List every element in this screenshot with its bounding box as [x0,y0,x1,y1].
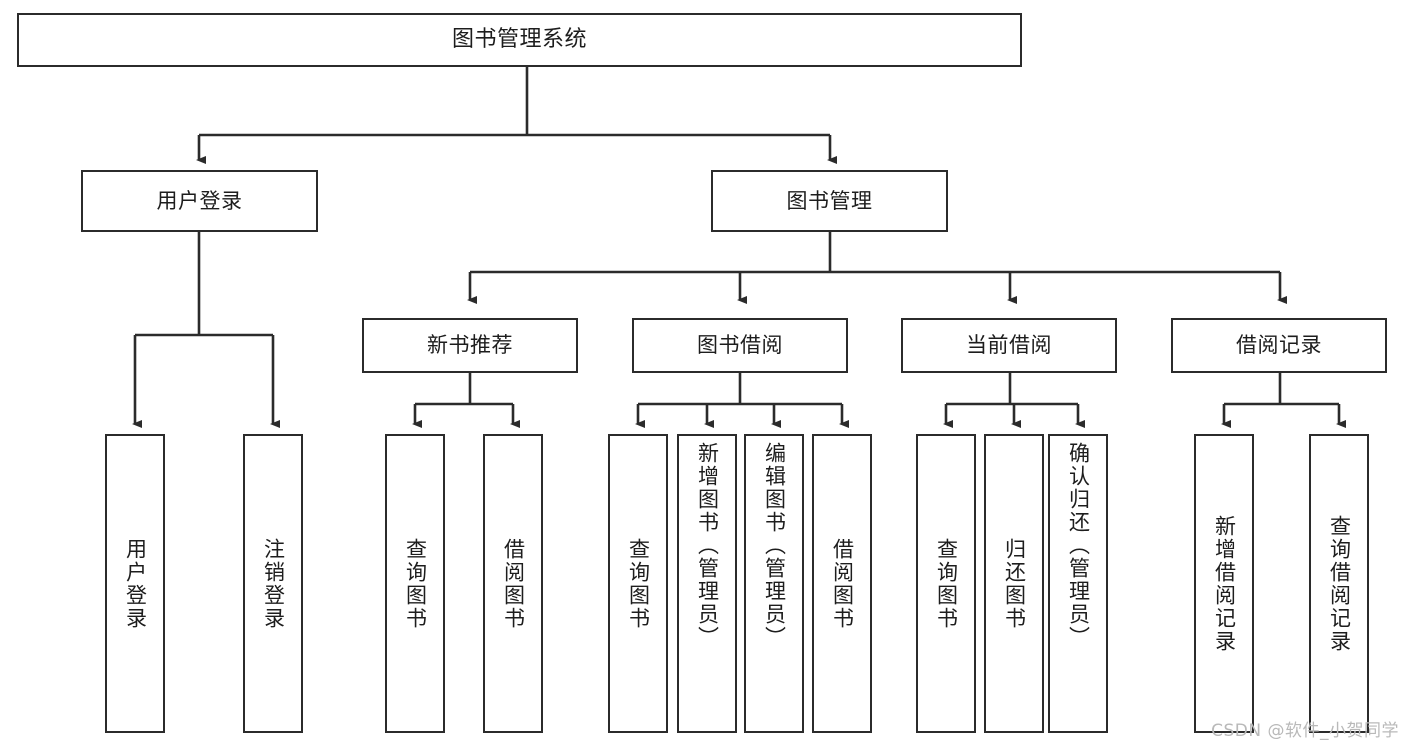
leaf-current-borrow-confirm-return-label: 确认归还（管理员） [1066,442,1091,649]
node-root-system[interactable]: 图书管理系统 [17,13,1022,67]
node-current-borrow-label: 当前借阅 [966,333,1052,358]
leaf-book-borrow-borrow[interactable]: 借阅图书 [812,434,872,733]
leaf-current-borrow-confirm-return[interactable]: 确认归还（管理员） [1048,434,1108,733]
leaf-user-login-logout-label: 注销登录 [261,537,286,630]
leaf-current-borrow-query[interactable]: 查询图书 [916,434,976,733]
leaf-book-borrow-borrow-label: 借阅图书 [830,537,855,630]
leaf-user-login-login-label: 用户登录 [123,537,148,630]
leaf-current-borrow-return[interactable]: 归还图书 [984,434,1044,733]
leaf-new-book-query[interactable]: 查询图书 [385,434,445,733]
leaf-user-login-logout[interactable]: 注销登录 [243,434,303,733]
node-borrow-record-label: 借阅记录 [1236,333,1322,358]
leaf-borrow-record-add[interactable]: 新增借阅记录 [1194,434,1254,733]
node-book-borrow[interactable]: 图书借阅 [632,318,848,373]
node-user-login[interactable]: 用户登录 [81,170,318,232]
leaf-book-borrow-add-label: 新增图书（管理员） [695,442,720,649]
node-new-book-recommend[interactable]: 新书推荐 [362,318,578,373]
node-current-borrow[interactable]: 当前借阅 [901,318,1117,373]
leaf-user-login-login[interactable]: 用户登录 [105,434,165,733]
node-borrow-record[interactable]: 借阅记录 [1171,318,1387,373]
leaf-current-borrow-return-label: 归还图书 [1002,537,1027,630]
node-new-book-recommend-label: 新书推荐 [427,333,513,358]
node-user-login-label: 用户登录 [156,188,243,213]
leaf-new-book-borrow-label: 借阅图书 [501,537,526,630]
leaf-borrow-record-add-label: 新增借阅记录 [1212,514,1237,653]
leaf-current-borrow-query-label: 查询图书 [934,537,959,630]
leaf-new-book-borrow[interactable]: 借阅图书 [483,434,543,733]
leaf-book-borrow-query-label: 查询图书 [626,537,651,630]
node-book-management-label: 图书管理 [786,188,873,213]
node-root-system-label: 图书管理系统 [451,27,587,53]
leaf-borrow-record-query[interactable]: 查询借阅记录 [1309,434,1369,733]
leaf-book-borrow-edit-label: 编辑图书（管理员） [762,442,787,649]
leaf-borrow-record-query-label: 查询借阅记录 [1327,514,1352,653]
node-book-management[interactable]: 图书管理 [711,170,948,232]
node-book-borrow-label: 图书借阅 [697,333,783,358]
leaf-book-borrow-edit[interactable]: 编辑图书（管理员） [744,434,804,733]
leaf-book-borrow-add[interactable]: 新增图书（管理员） [677,434,737,733]
leaf-book-borrow-query[interactable]: 查询图书 [608,434,668,733]
leaf-new-book-query-label: 查询图书 [403,537,428,630]
